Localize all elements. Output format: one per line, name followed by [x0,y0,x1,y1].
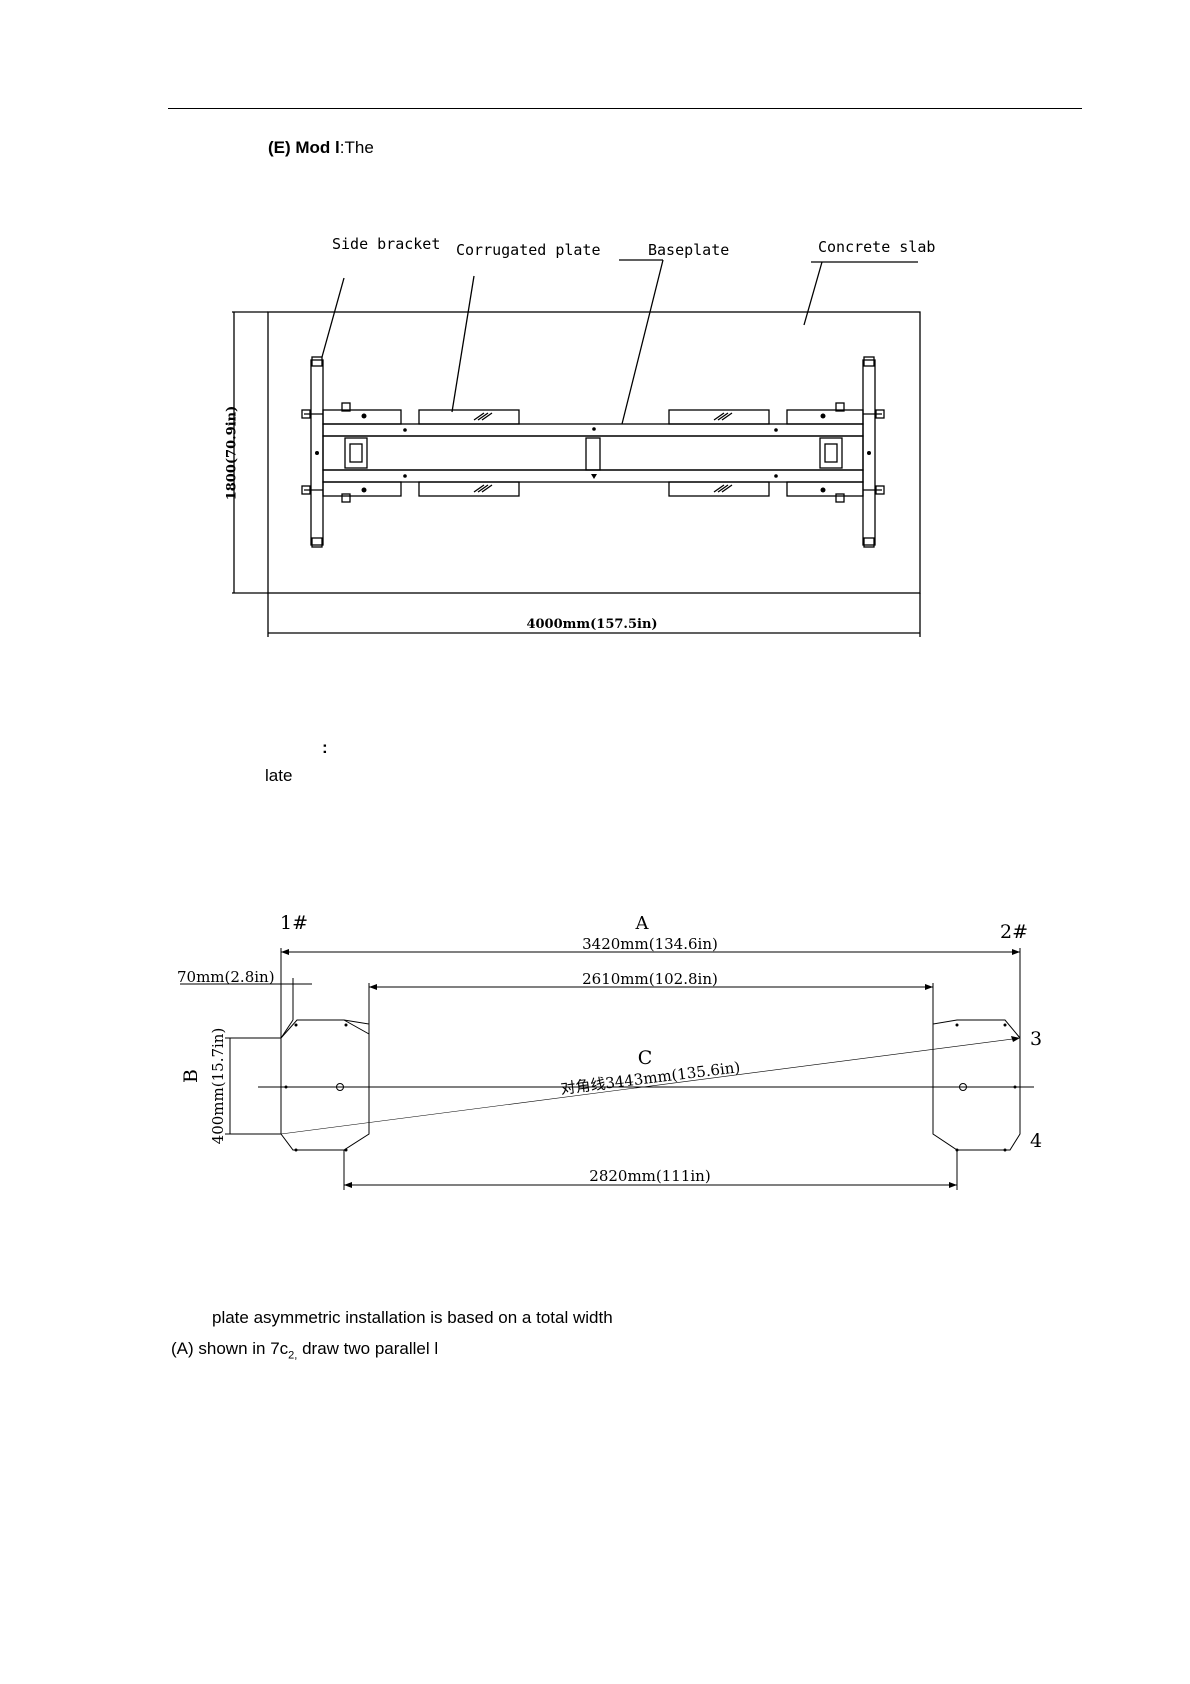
section-heading-suffix: :The [339,138,374,157]
side-bracket-label: Side bracket [332,235,440,253]
dimension-2820-value: 2820mm(111in) [589,1167,710,1185]
concrete-slab-label: Concrete slab [818,238,935,256]
lift-layout-diagram: Side bracket Corrugated plate Baseplate … [225,235,935,637]
body-text-line-2-suffix: draw two parallel l [297,1339,439,1358]
dimension-b-label: B [180,1069,202,1083]
body-text-line-2: (A) shown in 7c2, draw two parallel l [171,1339,438,1361]
diagonal-c-label: C [638,1047,653,1069]
offset-70-value: 70mm(2.8in) [177,968,275,986]
corrugated-plate-label: Corrugated plate [456,241,601,259]
dimension-a-value: 3420mm(134.6in) [582,935,718,953]
header-rule [168,108,1082,109]
point-4-label: 4 [1030,1130,1042,1152]
body-text-line-2-prefix: (A) shown in 7c [171,1339,289,1358]
point-3-label: 3 [1030,1028,1042,1050]
mid-text-line: late [265,766,293,785]
dimension-a-label: A [635,913,650,934]
dimension-400-value: 400mm(15.7in) [209,1028,227,1145]
mid-colon: : [322,738,328,757]
slab-width-dimension: 4000mm(157.5in) [526,617,657,632]
body-text-line-1: plate asymmetric installation is based o… [212,1308,613,1327]
section-heading: (E) Mod l:The [268,138,374,158]
baseplate-label: Baseplate [648,241,729,259]
column-2-label: 2# [1000,921,1028,943]
body-text-line-2-sub: 2, [288,1349,298,1362]
section-heading-prefix: (E) Mod l [268,138,340,157]
slab-height-dimension: 1800(70.9in) [225,406,240,501]
dimension-2610-value: 2610mm(102.8in) [582,970,718,988]
column-1-label: 1# [280,912,308,934]
